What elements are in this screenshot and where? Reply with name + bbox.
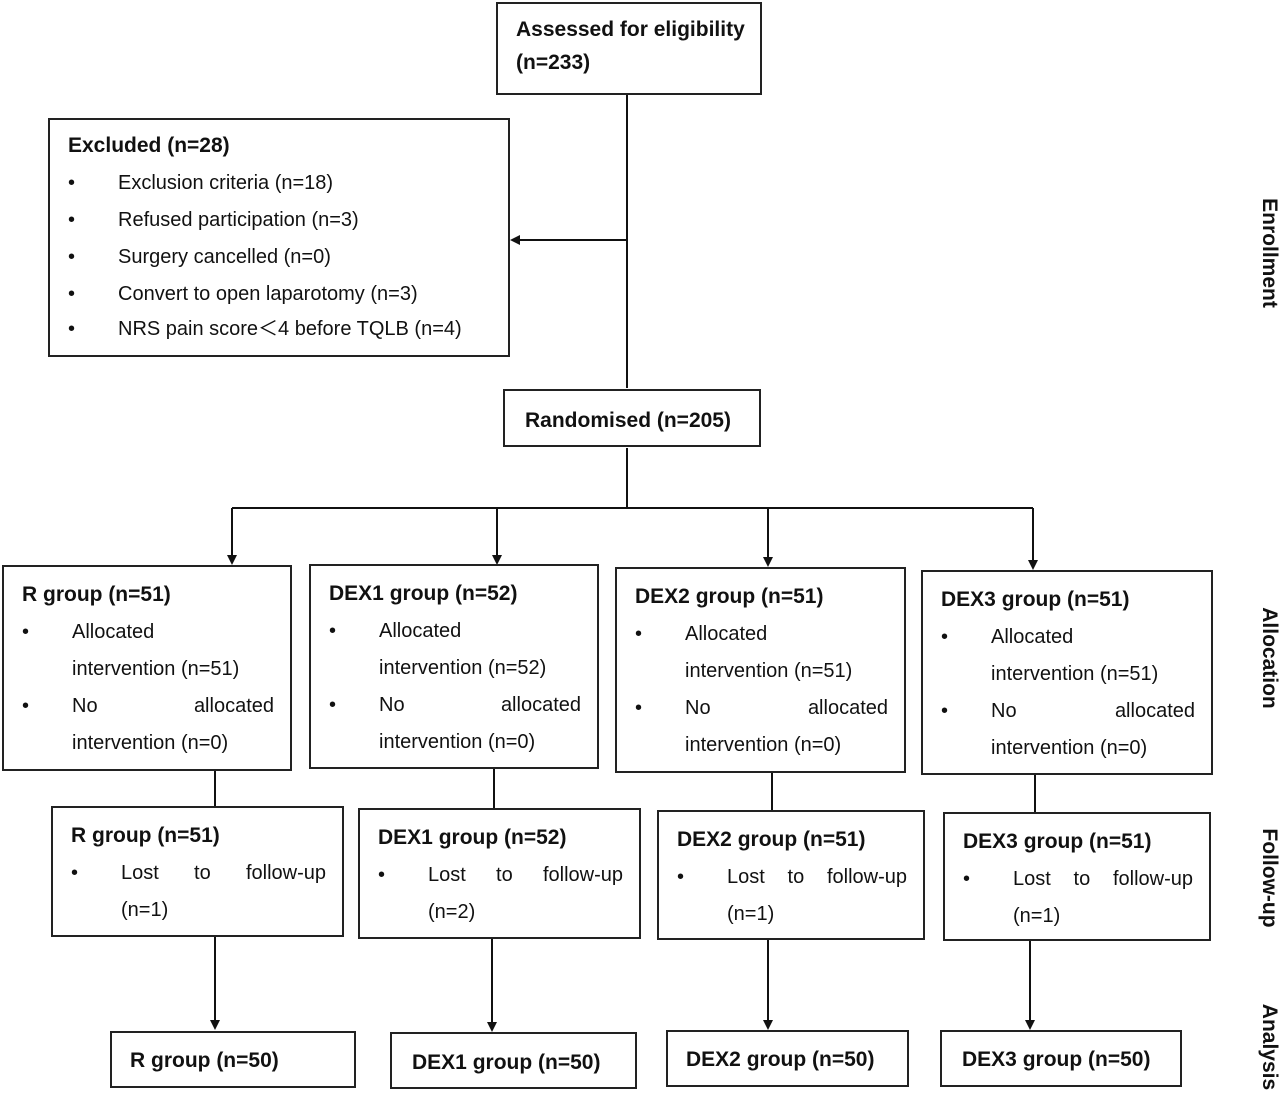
analysis-box-dex2: DEX2 group (n=50) xyxy=(666,1030,909,1087)
followup-box-dex1: DEX1 group (n=52) •Lost to follow-up (n=… xyxy=(358,808,641,939)
followup-title: DEX2 group (n=51) xyxy=(677,828,866,851)
excluded-item: •Exclusion criteria (n=18) xyxy=(68,165,498,202)
bullet-icon: • xyxy=(635,622,643,645)
excluded-box: Excluded (n=28) •Exclusion criteria (n=1… xyxy=(48,118,510,357)
excluded-item: •NRS pain score＜4 before TQLB (n=4) xyxy=(68,313,498,346)
bullet-icon: • xyxy=(68,317,76,340)
bullet-icon: • xyxy=(329,693,337,716)
excluded-item: •Convert to open laparotomy (n=3) xyxy=(68,276,498,313)
assessed-count: (n=233) xyxy=(516,50,591,74)
bullet-icon: • xyxy=(329,619,337,642)
allocation-title: DEX2 group (n=51) xyxy=(635,585,824,608)
allocation-box-dex2: DEX2 group (n=51) •Allocated interventio… xyxy=(615,567,906,773)
bullet-icon: • xyxy=(68,208,76,231)
followup-box-r: R group (n=51) •Lost to follow-up (n=1) xyxy=(51,806,344,937)
analysis-box-dex3: DEX3 group (n=50) xyxy=(940,1030,1182,1087)
analysis-label: DEX2 group (n=50) xyxy=(686,1048,875,1071)
stage-label-followup: Follow-up xyxy=(1258,828,1280,928)
analysis-box-r: R group (n=50) xyxy=(110,1031,356,1088)
allocation-box-r: R group (n=51) •Allocated intervention (… xyxy=(2,565,292,771)
followup-title: R group (n=51) xyxy=(71,824,220,847)
bullet-icon: • xyxy=(378,863,386,886)
excluded-title: Excluded (n=28) xyxy=(68,134,230,157)
bullet-icon: • xyxy=(68,171,76,194)
bullet-icon: • xyxy=(677,865,685,888)
excluded-item: •Surgery cancelled (n=0) xyxy=(68,239,498,276)
analysis-box-dex1: DEX1 group (n=50) xyxy=(390,1032,637,1089)
bullet-icon: • xyxy=(68,282,76,305)
stage-label-allocation: Allocation xyxy=(1258,607,1280,709)
analysis-label: R group (n=50) xyxy=(130,1049,279,1072)
followup-title: DEX3 group (n=51) xyxy=(963,830,1152,853)
bullet-icon: • xyxy=(963,867,971,890)
excluded-item: •Refused participation (n=3) xyxy=(68,202,498,239)
followup-box-dex2: DEX2 group (n=51) •Lost to follow-up (n=… xyxy=(657,810,925,940)
allocation-box-dex3: DEX3 group (n=51) •Allocated interventio… xyxy=(921,570,1213,775)
followup-title: DEX1 group (n=52) xyxy=(378,826,567,849)
allocation-title: DEX3 group (n=51) xyxy=(941,588,1130,611)
assessed-label: Assessed for eligibility xyxy=(516,18,745,41)
bullet-icon: • xyxy=(68,245,76,268)
bullet-icon: • xyxy=(71,861,79,884)
analysis-label: DEX1 group (n=50) xyxy=(412,1051,601,1074)
stage-label-enrollment: Enrollment xyxy=(1258,198,1280,308)
allocation-title: R group (n=51) xyxy=(22,583,171,606)
bullet-icon: • xyxy=(941,625,949,648)
bullet-icon: • xyxy=(941,699,949,722)
bullet-icon: • xyxy=(22,694,30,717)
allocation-title: DEX1 group (n=52) xyxy=(329,582,518,605)
randomised-box: Randomised (n=205) xyxy=(503,389,761,447)
assessed-box: Assessed for eligibility (n=233) xyxy=(496,2,762,95)
followup-box-dex3: DEX3 group (n=51) •Lost to follow-up (n=… xyxy=(943,812,1211,941)
allocation-box-dex1: DEX1 group (n=52) •Allocated interventio… xyxy=(309,564,599,769)
analysis-label: DEX3 group (n=50) xyxy=(962,1048,1151,1071)
bullet-icon: • xyxy=(635,696,643,719)
stage-label-analysis: Analysis xyxy=(1258,1003,1280,1091)
randomised-label: Randomised (n=205) xyxy=(525,409,731,432)
bullet-icon: • xyxy=(22,620,30,643)
